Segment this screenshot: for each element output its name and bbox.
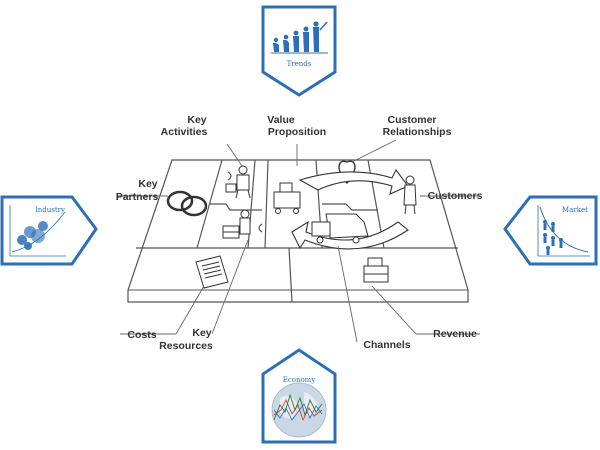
label-value-prop-1: Value xyxy=(267,114,295,126)
market-badge: Market xyxy=(503,195,598,266)
label-cust-rel-2: Relationships xyxy=(383,126,452,138)
label-key-activities-1: Key xyxy=(187,114,206,126)
label-customers: Customers xyxy=(428,190,483,202)
cart-sketch xyxy=(273,182,301,214)
label-key-partners-1: Key xyxy=(138,178,157,190)
trends-badge: Trends xyxy=(261,5,337,97)
label-channels: Channels xyxy=(363,339,410,351)
label-key-resources-1: Key xyxy=(192,327,211,339)
economy-badge-title: Economy xyxy=(283,376,316,384)
customer-sketch xyxy=(403,175,417,215)
label-key-activities-2: Activities xyxy=(161,126,208,138)
evolution-icon xyxy=(271,21,328,54)
globe-chart-icon xyxy=(271,382,327,438)
rings-sketch xyxy=(166,190,208,217)
truck-sketch xyxy=(311,213,369,244)
papers-sketch xyxy=(195,255,229,289)
resources-sketch xyxy=(222,209,251,239)
people-demand-icon xyxy=(537,205,590,257)
leader-lines xyxy=(118,139,480,343)
label-costs: Costs xyxy=(127,329,156,341)
label-revenue: Revenue xyxy=(433,328,477,340)
label-key-resources-2: Resources xyxy=(159,340,213,352)
label-cust-rel-1: Customer xyxy=(387,114,436,126)
industry-badge-title: Industry xyxy=(35,206,65,214)
market-badge-title: Market xyxy=(562,206,588,214)
label-value-prop-2: Proposition xyxy=(268,126,326,138)
trends-badge-title: Trends xyxy=(287,60,312,68)
bubble-chart-icon xyxy=(9,205,66,257)
worker-sketch xyxy=(225,165,251,199)
label-key-partners-2: Partners xyxy=(116,191,159,203)
register-sketch xyxy=(363,257,389,283)
industry-badge: Industry xyxy=(0,195,98,266)
economy-badge: Economy xyxy=(261,348,337,444)
